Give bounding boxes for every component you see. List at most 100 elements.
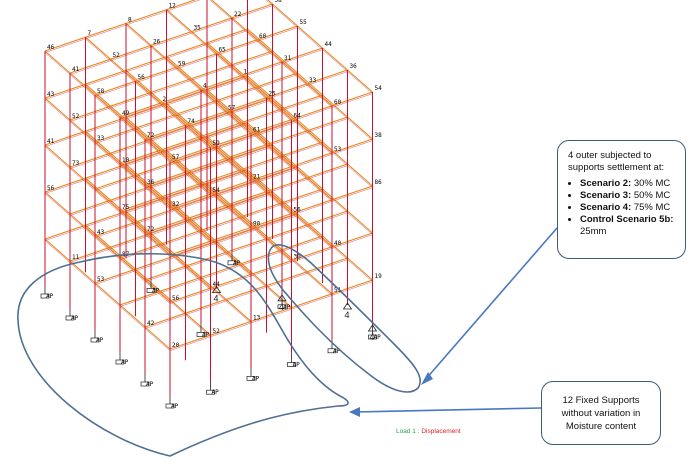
- beam-edge: [225, 192, 267, 208]
- beam: [281, 249, 308, 273]
- beam: [266, 285, 292, 309]
- beam-edge: [200, 278, 227, 302]
- beam-edge: [306, 118, 348, 133]
- beam: [175, 147, 217, 162]
- beam-edge: [160, 151, 186, 174]
- beam: [281, 108, 308, 132]
- beam: [241, 202, 283, 218]
- beam: [125, 103, 167, 118]
- beam-edge: [166, 199, 192, 222]
- beam: [119, 210, 146, 234]
- beam: [297, 166, 323, 190]
- beam-edge: [216, 102, 242, 125]
- beam-edge: [110, 46, 152, 62]
- beam-edge: [281, 110, 308, 133]
- beam: [225, 144, 267, 159]
- beam-edge: [125, 118, 152, 142]
- beam-edge: [150, 140, 177, 164]
- node-label: 54: [213, 187, 221, 194]
- beam-edge: [166, 91, 208, 106]
- beam-edge: [166, 138, 208, 153]
- beam-edge: [135, 176, 161, 199]
- beam: [291, 246, 333, 262]
- beam-edge: [297, 74, 323, 97]
- beam: [291, 293, 333, 309]
- beam-edge: [347, 212, 373, 235]
- beam-edge: [331, 93, 373, 108]
- beam: [225, 298, 252, 322]
- node-label: 55: [300, 19, 308, 26]
- beam: [216, 180, 258, 196]
- beam-edge: [297, 27, 323, 50]
- beam-edge: [185, 126, 211, 149]
- beam: [297, 213, 323, 237]
- beam: [144, 265, 186, 281]
- beam-edge: [306, 165, 348, 180]
- node-label: 64: [294, 113, 302, 120]
- beam-edge: [94, 82, 136, 97]
- beam: [191, 17, 233, 33]
- beam: [160, 182, 202, 198]
- beam-edge: [266, 287, 292, 310]
- support-label: AP: [212, 389, 220, 396]
- beam: [169, 193, 211, 209]
- beam-edge: [322, 96, 348, 119]
- beam-edge: [331, 140, 373, 155]
- beam-edge: [44, 38, 86, 53]
- beam-edge: [191, 80, 217, 103]
- support-icon: [165, 403, 175, 409]
- beam-edge: [166, 105, 192, 128]
- beam: [191, 31, 217, 55]
- beam: [225, 251, 252, 275]
- beam: [144, 232, 171, 256]
- support-icon: [115, 359, 125, 365]
- beam: [150, 185, 177, 209]
- beam-edge: [225, 253, 252, 277]
- beam: [125, 150, 167, 165]
- support-icon: [140, 381, 150, 387]
- beam-edge: [44, 226, 86, 241]
- beam: [200, 75, 242, 90]
- beam: [216, 194, 242, 218]
- node-label: 60: [259, 33, 267, 40]
- beam-edge: [185, 314, 211, 337]
- beam-edge: [191, 221, 217, 244]
- beam: [135, 113, 177, 129]
- beam: [166, 56, 192, 80]
- beam-edge: [241, 251, 283, 266]
- beam-edge: [247, 171, 273, 194]
- beam-edge: [94, 176, 136, 191]
- beam: [322, 141, 348, 165]
- node-label: 61: [253, 126, 261, 133]
- node-label: 53: [334, 146, 342, 153]
- beam-edge: [266, 85, 308, 100]
- settlement-marker-icon: [277, 294, 287, 302]
- beam-edge: [85, 118, 127, 134]
- beam: [247, 75, 273, 99]
- beam: [210, 273, 252, 289]
- beam: [69, 72, 96, 96]
- beam: [85, 224, 111, 248]
- support-label: AP: [283, 304, 291, 311]
- beam: [119, 304, 146, 328]
- beam-edge: [175, 162, 202, 186]
- node-label: 12: [169, 3, 177, 10]
- settlement-marker-label: 4: [279, 302, 284, 312]
- beam-edge: [175, 54, 217, 70]
- beam: [185, 265, 211, 289]
- beam-edge: [266, 132, 308, 147]
- beam: [125, 163, 152, 187]
- beam-edge: [160, 292, 186, 315]
- node-label: 75: [122, 204, 130, 211]
- beam-edge: [216, 55, 242, 78]
- beam-edge: [125, 24, 152, 48]
- beam: [94, 221, 136, 237]
- beam-edge: [110, 93, 152, 109]
- beam: [85, 210, 127, 226]
- beam: [322, 94, 348, 118]
- beam-edge: [306, 273, 333, 296]
- beam: [206, 183, 233, 207]
- beam: [256, 72, 298, 88]
- beam: [44, 36, 86, 52]
- scenario-item: Scenario 3: 50% MC: [580, 190, 685, 202]
